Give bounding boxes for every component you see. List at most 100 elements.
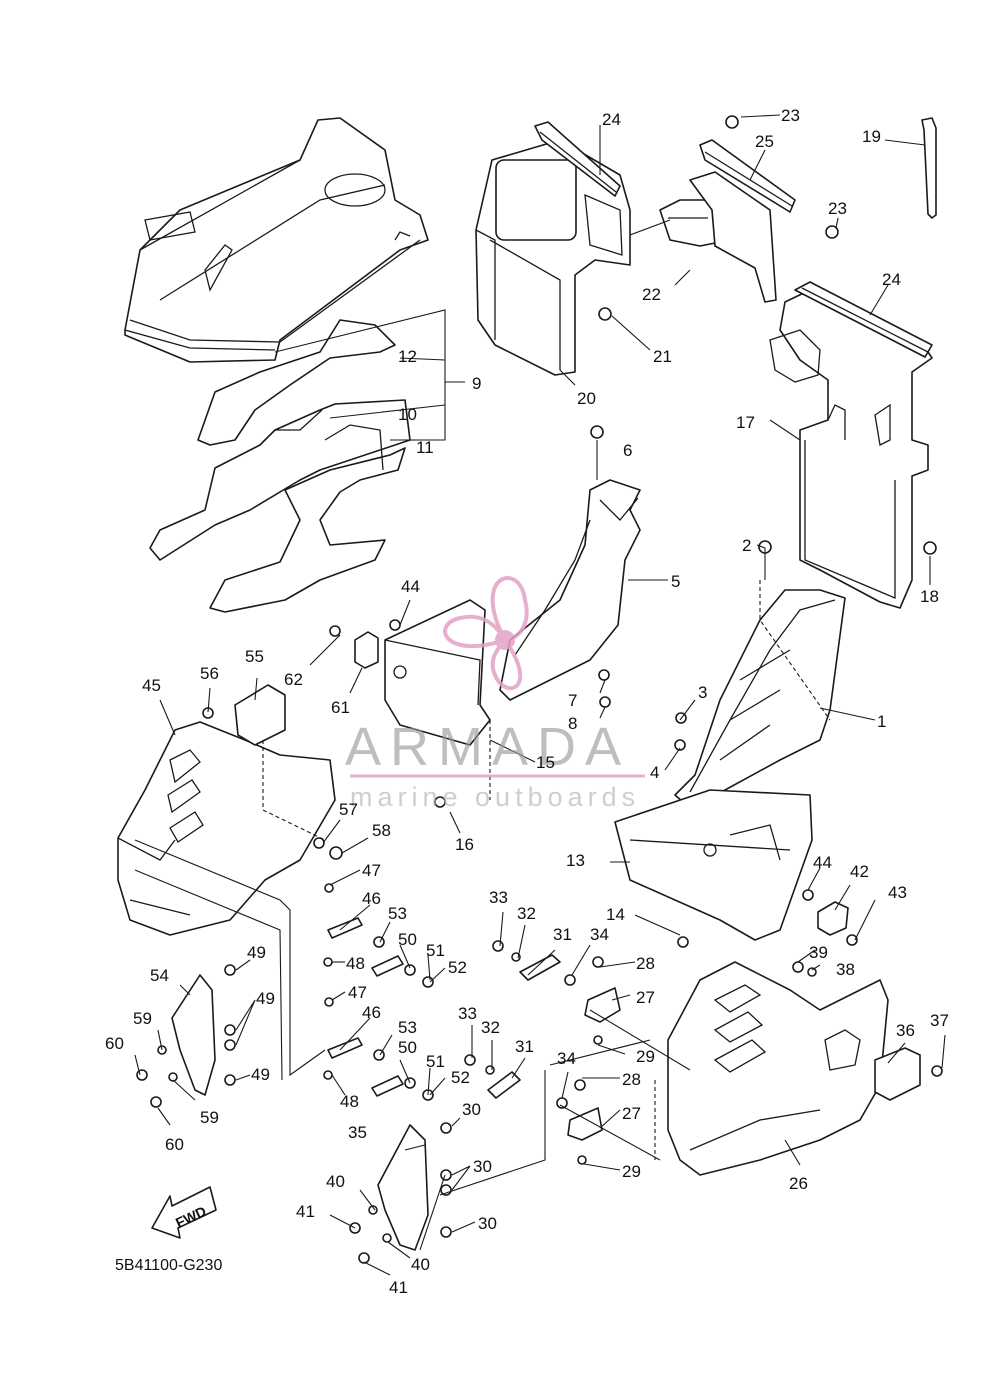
- callout-57: 57: [339, 800, 358, 819]
- seal-11: [209, 424, 406, 613]
- callout-28-lower: 28: [622, 1070, 641, 1089]
- callout-17: 17: [736, 413, 755, 432]
- callout-1: 1: [877, 712, 886, 731]
- callout-51-upper: 51: [426, 941, 445, 960]
- callout-8: 8: [568, 714, 577, 733]
- callout-49-b: 49: [256, 989, 275, 1008]
- bracket-27-lower: [567, 1107, 603, 1141]
- watermark-tagline: marine outboards: [350, 782, 640, 812]
- callout-14: 14: [606, 905, 625, 924]
- callout-24-right: 24: [882, 270, 901, 289]
- callout-39: 39: [809, 943, 828, 962]
- callout-11: 11: [416, 438, 434, 457]
- callout-19: 19: [862, 127, 881, 146]
- callout-52-lower: 52: [451, 1068, 470, 1087]
- callout-2: 2: [742, 536, 751, 555]
- callout-44-upper: 44: [401, 577, 420, 596]
- callout-48-lower: 48: [340, 1092, 359, 1111]
- callout-40-lower: 40: [411, 1255, 430, 1274]
- callout-33-upper: 33: [489, 888, 508, 907]
- callout-51-lower: 51: [426, 1052, 445, 1071]
- callout-33-lower: 33: [458, 1004, 477, 1023]
- callout-29-lower: 29: [622, 1162, 641, 1181]
- callout-32-lower: 32: [481, 1018, 500, 1037]
- plate-5: [499, 479, 641, 701]
- callout-60-upper: 60: [105, 1034, 124, 1053]
- callout-43: 43: [888, 883, 907, 902]
- callout-45: 45: [142, 676, 161, 695]
- callout-27-upper: 27: [636, 988, 655, 1007]
- fasteners: [136, 115, 943, 1264]
- callout-5: 5: [671, 572, 680, 591]
- callout-58: 58: [372, 821, 391, 840]
- seal-10: [149, 399, 411, 561]
- callout-3: 3: [698, 683, 707, 702]
- callout-55: 55: [245, 647, 264, 666]
- callout-50-upper: 50: [398, 930, 417, 949]
- callout-41-lower: 41: [389, 1278, 408, 1297]
- link-50-upper: [371, 955, 404, 977]
- callout-44-right: 44: [813, 853, 832, 872]
- callout-31-lower: 31: [515, 1037, 534, 1056]
- plate-42: [817, 901, 849, 936]
- callout-29-upper: 29: [636, 1047, 655, 1066]
- hinge-35: [377, 1124, 429, 1251]
- top-cowling: [124, 117, 429, 363]
- bracket-20: [475, 139, 631, 376]
- callout-23-top: 23: [781, 106, 800, 125]
- link-31-lower: [487, 1071, 521, 1099]
- callout-49-a: 49: [247, 943, 266, 962]
- callout-41-upper: 41: [296, 1202, 315, 1221]
- callout-42: 42: [850, 862, 869, 881]
- callout-38: 38: [836, 960, 855, 979]
- callout-59-lower: 59: [200, 1108, 219, 1127]
- seal-24-right: [794, 281, 933, 358]
- callout-35: 35: [348, 1123, 367, 1142]
- hinge-54: [171, 974, 216, 1096]
- callout-54: 54: [150, 966, 169, 985]
- callout-62: 62: [284, 670, 303, 689]
- callout-36: 36: [896, 1021, 915, 1040]
- plate-1: [674, 589, 846, 809]
- diagram-code: 5B41100-G230: [115, 1257, 222, 1274]
- callout-12: 12: [398, 347, 417, 366]
- callout-20: 20: [577, 389, 596, 408]
- duct-22: [659, 171, 777, 303]
- callout-60-lower: 60: [165, 1135, 184, 1154]
- bracket-36: [874, 1047, 921, 1101]
- link-50-lower: [371, 1075, 404, 1097]
- side-panel-45: [117, 721, 336, 936]
- callout-18: 18: [920, 587, 939, 606]
- seal-24-left: [534, 121, 621, 197]
- callout-47-upper: 47: [362, 861, 381, 880]
- seal-25: [699, 139, 796, 213]
- callout-49-c: 49: [251, 1065, 270, 1084]
- callout-34-upper: 34: [590, 925, 609, 944]
- seal-12: [197, 319, 396, 446]
- callout-labels: 1 2 3 4 5 6 7 8 9 10 11 12 13 14 15 16 1…: [105, 106, 949, 1297]
- callout-37: 37: [930, 1011, 949, 1030]
- callout-34-lower: 34: [557, 1049, 576, 1068]
- callout-56: 56: [200, 664, 219, 683]
- callout-50-lower: 50: [398, 1038, 417, 1057]
- callout-53-upper: 53: [388, 904, 407, 923]
- callout-40-upper: 40: [326, 1172, 345, 1191]
- propeller-logo-icon: [443, 575, 529, 691]
- callout-7: 7: [568, 691, 577, 710]
- callout-30-c: 30: [478, 1214, 497, 1233]
- callout-22: 22: [642, 285, 661, 304]
- callout-30-a: 30: [462, 1100, 481, 1119]
- callout-31-upper: 31: [553, 925, 572, 944]
- callout-52-upper: 52: [448, 958, 467, 977]
- watermark: ARMADA marine outboards: [345, 575, 645, 812]
- callout-25: 25: [755, 132, 774, 151]
- callout-27-lower: 27: [622, 1104, 641, 1123]
- callout-15: 15: [536, 753, 555, 772]
- callout-46-lower: 46: [362, 1003, 381, 1022]
- callout-59-upper: 59: [133, 1009, 152, 1028]
- callout-46-upper: 46: [362, 889, 381, 908]
- callout-53-lower: 53: [398, 1018, 417, 1037]
- callout-16: 16: [455, 835, 474, 854]
- callout-21: 21: [653, 347, 672, 366]
